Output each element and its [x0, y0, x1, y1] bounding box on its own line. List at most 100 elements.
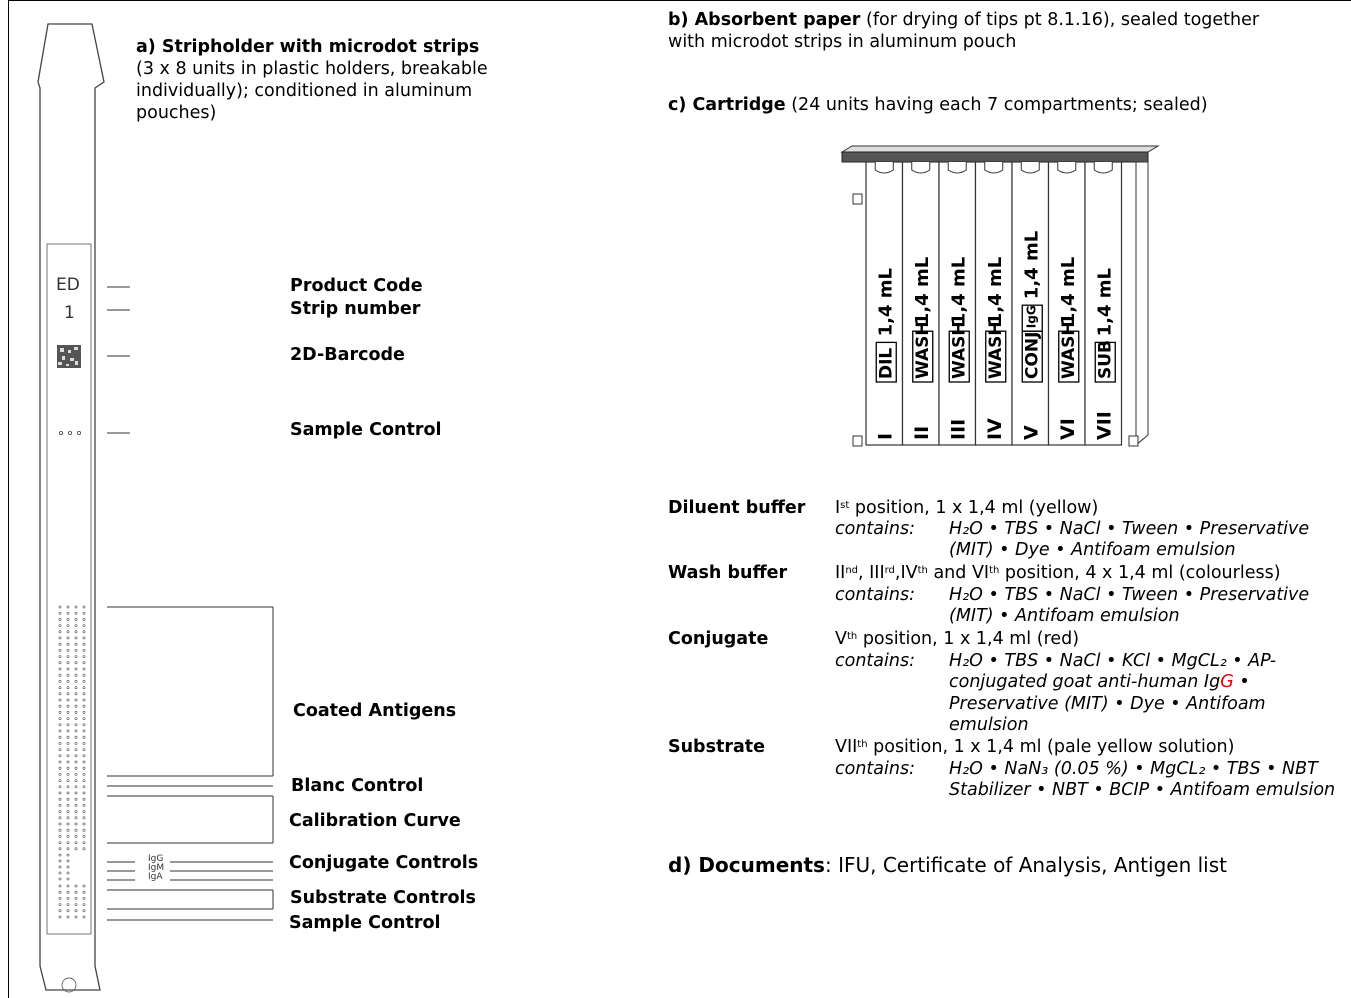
strip-dot: [82, 723, 86, 727]
strip-dot: [58, 877, 62, 881]
page-frame: [8, 0, 1351, 998]
section-a-desc-3: pouches): [136, 103, 217, 123]
strip-ig-label-igm: IgM: [148, 863, 165, 873]
conjugate-contents-2: conjugated goat anti-human IgG •: [949, 672, 1250, 694]
section-b-line-1: b) Absorbent paper (for drying of tips p…: [668, 10, 1259, 32]
compartment-body: [865, 161, 904, 446]
strip-dot: [58, 828, 62, 832]
strip-dot: [74, 611, 78, 615]
strip-dot: [74, 890, 78, 894]
label-sample-control-top: Sample Control: [290, 420, 442, 440]
strip-dot: [66, 680, 70, 683]
strip-dot: [58, 766, 62, 770]
diluent-ordinal: I: [835, 498, 841, 518]
strip-dot: [82, 630, 86, 634]
strip-dot: [66, 618, 70, 621]
strip-dot: [66, 704, 70, 708]
strip-dot: [58, 909, 62, 913]
strip-dot: [82, 816, 86, 820]
compartment-tag-box: [985, 330, 1007, 383]
strip-dot: [66, 686, 70, 690]
strip-dot: [66, 841, 70, 845]
strip-dot: [74, 841, 78, 845]
strip-dot: [74, 673, 78, 677]
strip-dot: [82, 636, 86, 640]
strip-dot: [74, 692, 78, 696]
strip-dot: [82, 915, 86, 919]
strip-dot: [82, 655, 86, 659]
strip-dot: [58, 698, 62, 702]
strip-dot: [74, 655, 78, 659]
strip-dot: [82, 884, 86, 888]
strip-dot: [58, 884, 62, 888]
strip-dot: [66, 766, 70, 770]
strip-dot: [74, 804, 78, 807]
strip-dot: [58, 655, 62, 659]
strip-dot: [74, 810, 78, 814]
strip-dot: [82, 735, 86, 739]
strip-dot: [66, 791, 70, 795]
compartment-tag: SUB: [1095, 340, 1115, 379]
section-b-title: b) Absorbent paper: [668, 10, 861, 30]
strip-dot: [66, 760, 70, 764]
strip-dot: [74, 897, 78, 900]
diluent-contains-label: contains:: [835, 519, 915, 539]
conjugate-contents-3: Preservative (MIT) • Dye • Antifoam: [949, 694, 1266, 714]
strip-dot: [66, 828, 70, 832]
strip-dot: [58, 686, 62, 690]
strip-dot: [82, 667, 86, 671]
strip-dot: [58, 735, 62, 739]
strip-dot: [58, 630, 62, 634]
strip-dot: [74, 909, 78, 913]
strip-dot: [82, 754, 86, 758]
compartment-tag2: IgG: [1024, 305, 1038, 328]
strip-dot: [66, 884, 70, 888]
strip-dot: [66, 810, 70, 814]
strip-dot: [66, 661, 70, 665]
strip-dot: [82, 785, 86, 789]
strip-dot: [66, 698, 70, 702]
strip-dot: [58, 785, 62, 789]
strip-dot: [66, 816, 70, 820]
strip-dot: [66, 630, 70, 634]
strip-dot: [66, 667, 70, 671]
strip-dot: [82, 804, 86, 807]
label-substrate-controls: Substrate Controls: [290, 888, 476, 908]
strip-dot: [58, 871, 62, 875]
conjugate-ordinal-suffix: th: [846, 631, 858, 642]
strip-dot: [74, 847, 78, 851]
strip-dot: [82, 897, 86, 900]
strip-dot: [58, 692, 62, 696]
strip-dot: [74, 729, 78, 733]
conjugate-contents-1: H₂O • TBS • NaCl • KCl • MgCL₂ • AP-: [949, 651, 1277, 671]
strip-dot: [74, 766, 78, 770]
compartment-well: [1057, 162, 1077, 174]
strip-dot: [66, 779, 70, 783]
strip-dot: [82, 673, 86, 677]
strip-dot: [82, 822, 86, 826]
strip-dot: [58, 742, 62, 745]
reagent-conjugate-name: Conjugate: [668, 629, 769, 649]
strip-dot: [66, 642, 70, 646]
strip-dot: [74, 816, 78, 820]
substrate-contents-1: H₂O • NaN₃ (0.05 %) • MgCL₂ • TBS • NBT: [949, 759, 1318, 779]
strip-dot: [74, 723, 78, 727]
compartment-volume: 1,4 mL: [985, 257, 1006, 325]
substrate-ordinal: VII: [835, 737, 858, 757]
wash-contents-2: (MIT) • Antifoam emulsion: [949, 606, 1180, 626]
compartment-body: [1084, 161, 1123, 446]
compartment-body: [1011, 161, 1050, 446]
compartment-tag: WASH: [986, 321, 1006, 379]
strip-dot: [58, 760, 62, 764]
strip-dot: [58, 649, 62, 652]
strip-dot: [66, 903, 70, 907]
strip-dot: [66, 748, 70, 752]
compartment-well: [1020, 162, 1040, 174]
strip-dot: [66, 897, 70, 900]
strip-dot: [82, 611, 86, 615]
strip-dot: [82, 748, 86, 752]
